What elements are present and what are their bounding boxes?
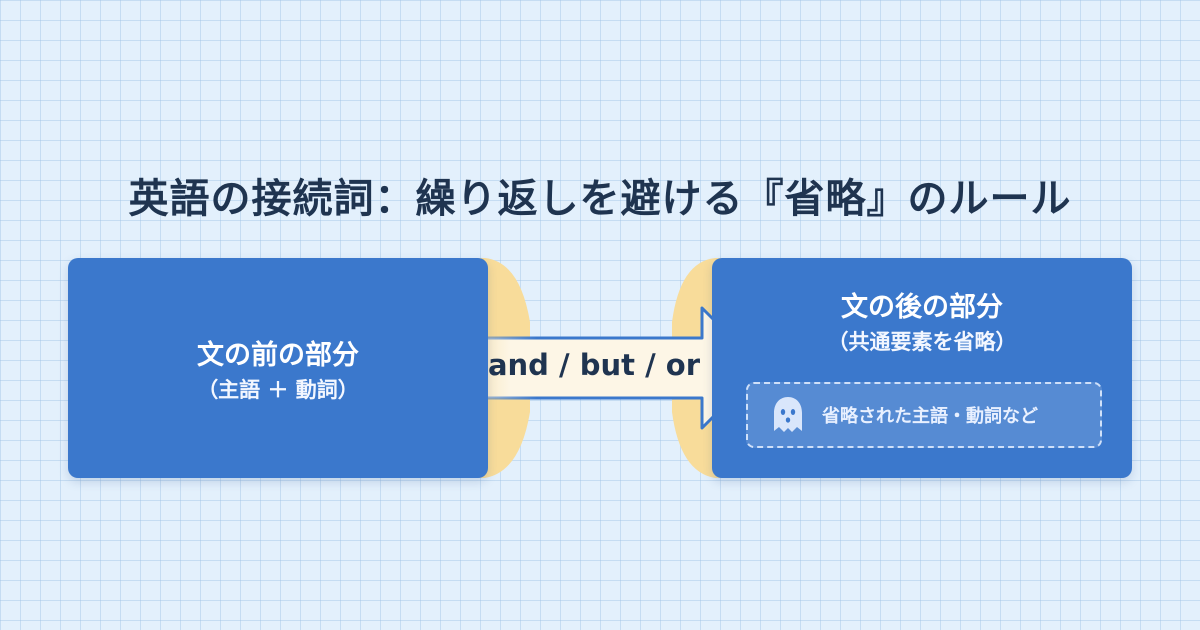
omitted-elements-box: 省略された主語・動詞など bbox=[746, 382, 1102, 448]
right-clause-subtitle: （共通要素を省略） bbox=[827, 330, 1017, 355]
right-clause-box: 文の後の部分 （共通要素を省略） 省略された主語・動詞など bbox=[712, 258, 1132, 478]
left-clause-subtitle: （主語 ＋ 動詞） bbox=[197, 378, 359, 403]
left-clause-box: 文の前の部分 （主語 ＋ 動詞） bbox=[68, 258, 488, 478]
page-title: 英語の接続詞：繰り返しを避ける『省略』のルール bbox=[128, 176, 1072, 222]
omitted-elements-text: 省略された主語・動詞など bbox=[822, 406, 1038, 427]
ghost-icon bbox=[774, 397, 802, 432]
left-clause-title: 文の前の部分 bbox=[197, 340, 359, 371]
conjunction-label: and / but / or bbox=[487, 348, 701, 382]
right-clause-title: 文の後の部分 bbox=[841, 292, 1003, 323]
